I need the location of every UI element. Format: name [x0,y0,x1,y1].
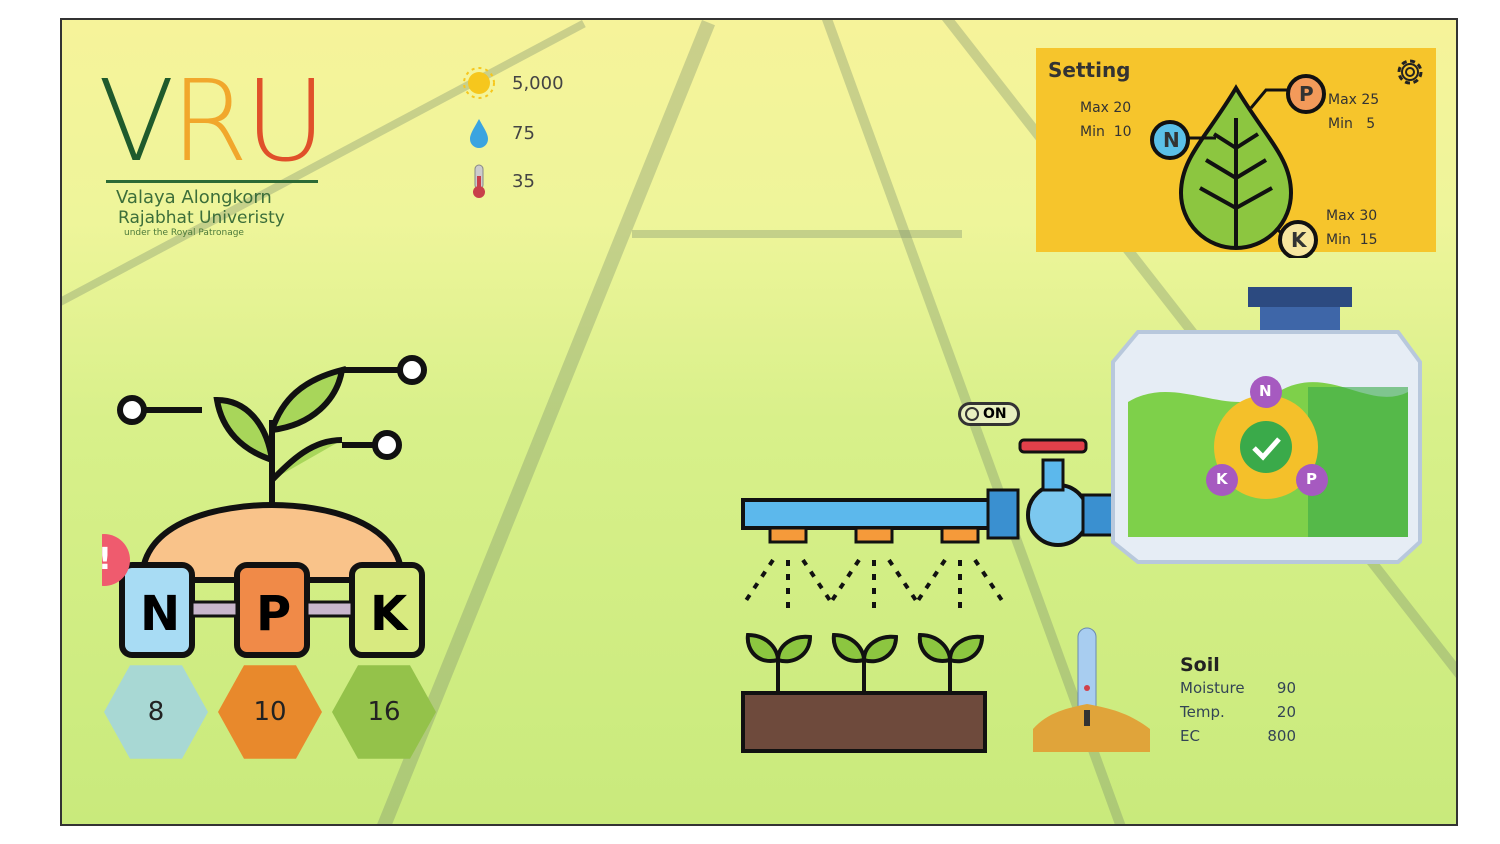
thermometer-icon [473,164,485,198]
p-badge: P [1299,82,1314,106]
soil-row: EC 800 [1180,724,1296,748]
soil-readings: Soil Moisture 90 Temp. 20 EC 800 [1180,654,1296,748]
logo-line: Valaya Alongkorn [116,187,272,208]
soil-row: Temp. 20 [1180,700,1296,724]
k-max: Max 30 [1326,208,1378,224]
logo-line: under the Royal Patronage [124,228,244,238]
tank-n-badge: N [1259,382,1272,400]
temperature-value: 35 [512,170,535,192]
logo-letter: V [98,57,175,187]
alert-icon[interactable]: ! [98,542,112,577]
p-max: Max 25 [1328,92,1380,108]
field-row [632,230,962,238]
light-value: 5,000 [512,72,564,94]
n-value: 8 [104,665,208,759]
soil-label: Temp. [1180,703,1225,721]
soil-label: Moisture [1180,679,1245,697]
k-range: Max 30 Min 15 [1326,204,1378,252]
soil-value: 20 [1276,703,1296,721]
fertilizer-tank-icon [1111,287,1422,564]
soil-title: Soil [1180,654,1220,676]
setting-title: Setting [1048,58,1131,82]
n-badge: N [1163,128,1180,152]
k-min: Min 15 [1326,232,1378,248]
light-sensor: 5,000 [462,66,564,100]
soil-value: 90 [1276,679,1296,697]
setting-panel: Setting N P K Max 20 Min 10 Max 25 Min 5 M… [1036,48,1436,258]
tank-k-badge: K [1216,470,1228,488]
k-value: 16 [332,665,436,759]
npk-sensor-plant-icon [102,355,427,658]
logo-letter: R [170,57,249,187]
sprinkler-pipe-icon [741,438,1123,753]
toggle-knob [965,407,979,421]
soil-row: Moisture 90 [1180,676,1296,700]
temperature-sensor: 35 [462,162,535,200]
humidity-value: 75 [512,122,535,144]
k-badge: K [1291,228,1307,252]
n-range: Max 20 Min 10 [1080,96,1132,144]
n-min: Min 10 [1080,124,1132,140]
p-sensor-label: P [256,586,292,642]
k-sensor-label: K [370,586,408,642]
gear-icon[interactable] [1392,54,1428,90]
dashboard-canvas: VRU Valaya Alongkorn Rajabhat Univeristy… [60,18,1458,826]
soil-label: EC [1180,727,1200,745]
soil-sensor-icon [1033,627,1150,752]
tank-p-badge: P [1306,470,1317,488]
vru-logo: VRU Valaya Alongkorn Rajabhat Univeristy… [98,66,326,238]
p-value: 10 [218,665,322,759]
leaf-nutrient-diagram [1150,74,1326,258]
p-range: Max 25 Min 5 [1328,88,1379,136]
humidity-sensor: 75 [462,116,535,150]
p-min: Min 5 [1328,116,1376,132]
toggle-label: ON [983,406,1007,422]
water-drop-icon [470,119,488,148]
logo-letter: U [244,57,326,187]
n-sensor-label: N [140,586,181,642]
sun-icon [463,67,495,99]
soil-value: 800 [1267,727,1296,745]
n-max: Max 20 [1080,100,1132,116]
logo-line: Rajabhat Univeristy [118,208,285,228]
pump-toggle[interactable]: ON [958,402,1020,426]
